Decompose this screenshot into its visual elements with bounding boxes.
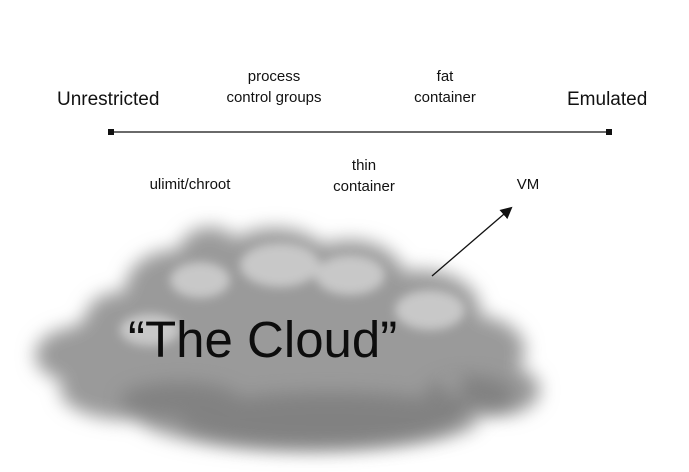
cloud-title: “The Cloud” — [128, 311, 398, 368]
label-ulimit-chroot: ulimit/chroot — [149, 176, 231, 193]
label-fat-container: fat container — [400, 66, 490, 108]
label-thin-line1: thin — [351, 157, 377, 174]
label-fat-line1: fat — [436, 68, 454, 85]
label-thin-container: thin container — [318, 155, 410, 197]
cloud-image — [35, 227, 540, 450]
label-vm: VM — [516, 176, 540, 193]
axis-right-endpoint — [606, 129, 612, 135]
label-fat-line2: container — [414, 89, 476, 106]
label-unrestricted: Unrestricted — [57, 89, 160, 110]
label-emulated: Emulated — [567, 89, 648, 110]
axis-left-endpoint — [108, 129, 114, 135]
label-process-line2: control groups — [226, 89, 322, 106]
cloud-to-vm-arrow — [431, 206, 513, 277]
label-thin-line2: container — [333, 178, 395, 195]
label-process-control-groups: process control groups — [210, 66, 338, 108]
label-process-line1: process — [247, 68, 301, 85]
